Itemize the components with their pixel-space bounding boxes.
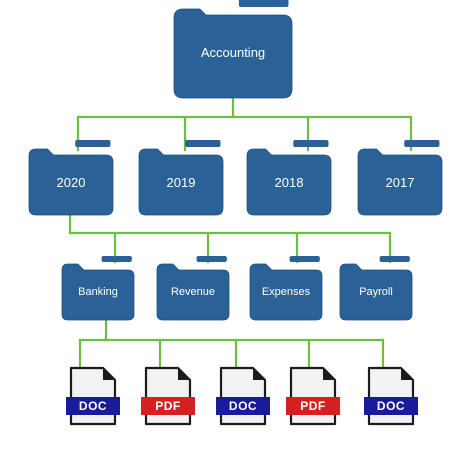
doc-file-icon-5 [364, 366, 418, 426]
pdf-file-icon-4 [286, 366, 340, 426]
folder-icon-2018 [246, 140, 332, 216]
folder-icon-accounting [173, 0, 293, 99]
folder-icon-2020 [28, 140, 114, 216]
doc-file-icon-1 [66, 366, 120, 426]
pdf-file-icon-2 [141, 366, 195, 426]
folder-icon-revenue [156, 256, 230, 321]
folder-icon-2019 [138, 140, 224, 216]
folder-icon-2017 [357, 140, 443, 216]
folder-icon-banking [61, 256, 135, 321]
doc-file-icon-3 [216, 366, 270, 426]
folder-icon-payroll [339, 256, 413, 321]
folder-icon-expenses [249, 256, 323, 321]
